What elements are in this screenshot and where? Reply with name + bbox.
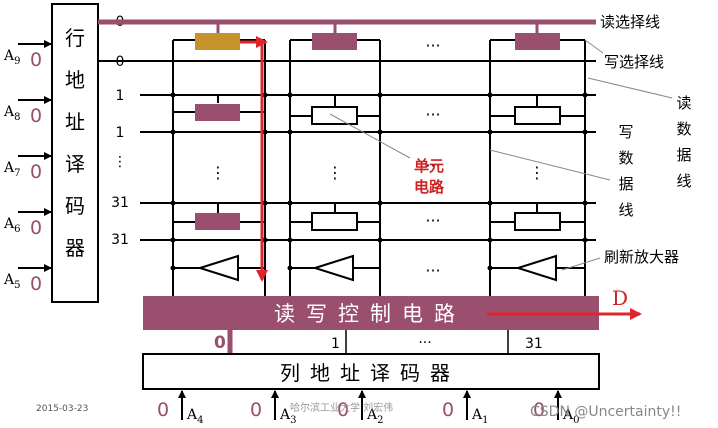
row-input-value: 0 — [30, 105, 42, 127]
column-number-1: 1 — [331, 336, 340, 352]
column-number-0: 0 — [214, 333, 226, 353]
svg-text:A7: A7 — [3, 160, 21, 179]
col-input-value: 0 — [250, 399, 262, 421]
svg-text:电路: 电路 — [414, 178, 445, 196]
row-number: 1 — [116, 88, 125, 104]
row-number: 1 — [116, 125, 125, 141]
svg-text:A6: A6 — [3, 216, 21, 235]
footer-institution: 哈尔滨工业大学 刘宏伟 — [290, 401, 393, 414]
row-input-value: 0 — [30, 49, 42, 71]
col-input-value: 0 — [533, 399, 545, 421]
column-number-dots: ··· — [418, 335, 431, 351]
row-input-value: 0 — [30, 217, 42, 239]
footer-watermark: CSDN @Uncertainty!! — [530, 404, 681, 420]
svg-text:数: 数 — [618, 149, 633, 167]
svg-text:据: 据 — [618, 175, 633, 193]
col-input-value: 0 — [157, 399, 169, 421]
row-number: 31 — [111, 195, 129, 211]
row-decoder-char: 器 — [65, 236, 85, 260]
refresh-amp-label: 刷新放大器 — [604, 248, 679, 266]
svg-text:···: ··· — [425, 211, 440, 230]
cell-row31-col0 — [195, 213, 240, 230]
refresh-amp-1 — [311, 254, 354, 282]
svg-text:···: ··· — [425, 156, 440, 175]
svg-text:···: ··· — [425, 36, 440, 55]
unit-cell-highlight — [311, 106, 358, 125]
row-number: ⋮ — [113, 154, 127, 170]
svg-text:⋮: ⋮ — [210, 163, 226, 182]
data-output-label: D — [612, 286, 628, 310]
col-decoder-label: 列地址译码器 — [280, 361, 460, 385]
svg-text:⋮: ⋮ — [529, 163, 545, 182]
footer-date: 2015-03-23 — [36, 404, 88, 414]
access-path — [240, 36, 268, 282]
svg-text:数: 数 — [676, 120, 691, 138]
column-group-1 — [287, 22, 383, 296]
row-input-a6: A6 0 — [3, 208, 52, 239]
row-decoder-box — [51, 3, 99, 303]
col-decoder-box — [142, 353, 600, 390]
svg-text:A5: A5 — [3, 272, 21, 291]
col-input-a4: 0 A4 — [157, 390, 204, 426]
col-input-value: 0 — [442, 399, 454, 421]
svg-text:写: 写 — [618, 123, 633, 141]
cell-row1-col0 — [195, 104, 240, 121]
array-ellipses: ⋮ ⋮ ⋮ ··· ··· ··· ··· ··· — [210, 36, 545, 280]
row-decoder-char: 行 — [65, 26, 85, 50]
refresh-amp-0 — [196, 254, 239, 282]
row-decoder-char: 址 — [65, 110, 85, 134]
svg-text:···: ··· — [425, 105, 440, 124]
selected-cell — [195, 33, 240, 50]
column-group-0 — [170, 22, 268, 296]
svg-text:据: 据 — [676, 146, 691, 164]
row-decoder-char: 码 — [65, 194, 85, 218]
svg-text:A1: A1 — [471, 407, 489, 426]
row-input-a7: A7 0 — [3, 152, 52, 183]
write-select-label: 写选择线 — [604, 53, 664, 71]
svg-text:线: 线 — [676, 172, 691, 190]
row-input-value: 0 — [30, 273, 42, 295]
row-decoder-char: 地 — [65, 68, 85, 92]
refresh-amp-31 — [514, 254, 557, 282]
row-decoder-char: 译 — [65, 152, 85, 176]
row-input-a5: A5 0 — [3, 264, 52, 295]
read-select-label: 读选择线 — [600, 13, 660, 31]
col-input-value: 0 — [337, 399, 349, 421]
svg-text:线: 线 — [618, 201, 633, 219]
column-number-31: 31 — [525, 336, 543, 352]
rw-control-label: 读写控制电路 — [274, 302, 466, 326]
row-lines — [98, 19, 596, 241]
svg-text:A8: A8 — [3, 104, 21, 123]
svg-text:单元: 单元 — [414, 157, 444, 175]
row-input-a8: A8 0 — [3, 96, 52, 127]
svg-text:读: 读 — [676, 94, 691, 112]
svg-text:A4: A4 — [186, 407, 204, 426]
row-input-value: 0 — [30, 161, 42, 183]
svg-text:⋮: ⋮ — [327, 163, 343, 182]
svg-text:A9: A9 — [3, 48, 21, 67]
row-input-a9: A9 0 — [3, 40, 52, 71]
row-number: 31 — [111, 232, 129, 248]
column-group-31 — [487, 22, 588, 296]
svg-text:···: ··· — [425, 261, 440, 280]
col-input-a1: 0 A1 — [442, 390, 489, 426]
